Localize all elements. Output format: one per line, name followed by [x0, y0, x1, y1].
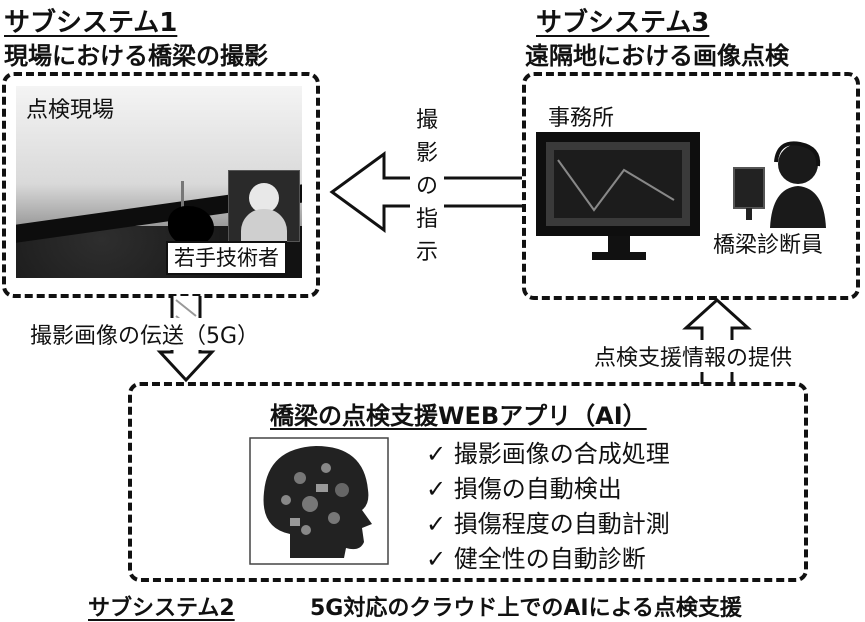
instruction-char: 影: [415, 141, 438, 166]
worker-label: 若手技術者: [166, 241, 287, 275]
inspector-person-icon: [733, 141, 826, 228]
subsystem2-caption: 5G対応のクラウド上でのAIによる点検支援: [310, 596, 742, 621]
feature-item: ✓ 撮影画像の合成処理: [426, 440, 670, 468]
worker-photo: [228, 170, 300, 242]
subsystem3-label: サブシステム3: [536, 8, 710, 38]
instruction-char: 示: [415, 240, 438, 265]
subsystem2-box: [128, 382, 808, 582]
instruction-char: の: [415, 174, 438, 199]
instruction-char: 指: [415, 207, 438, 232]
subsystem1-title: 現場における橋梁の撮影: [4, 42, 268, 70]
feature-item: ✓ 損傷の自動検出: [426, 475, 622, 503]
subsystem3-title: 遠隔地における画像点検: [525, 42, 789, 70]
ai-head-icon: [249, 437, 389, 565]
monitor-icon: [536, 132, 700, 260]
site-photo: [16, 86, 302, 278]
instruction-char: 撮: [415, 108, 438, 133]
app-title: 橋梁の点検支援WEBアプリ（AI）: [270, 402, 647, 430]
subsystem3-box: [522, 72, 860, 300]
subsystem1-box: [2, 72, 320, 298]
transmission-label: 撮影画像の伝送（5G）: [30, 318, 264, 350]
subsystem1-label: サブシステム1: [4, 8, 178, 38]
instruction-text: 撮 影 の 指 示: [413, 104, 441, 269]
inspector-label: 橋梁診断員: [713, 233, 824, 258]
office-label: 事務所: [548, 106, 615, 131]
subsystem2-label: サブシステム2: [88, 596, 235, 621]
support-label: 点検支援情報の提供: [590, 340, 797, 372]
site-label: 点検現場: [26, 98, 115, 123]
feature-item: ✓ 損傷程度の自動計測: [426, 510, 670, 538]
feature-item: ✓ 健全性の自動診断: [426, 545, 646, 573]
